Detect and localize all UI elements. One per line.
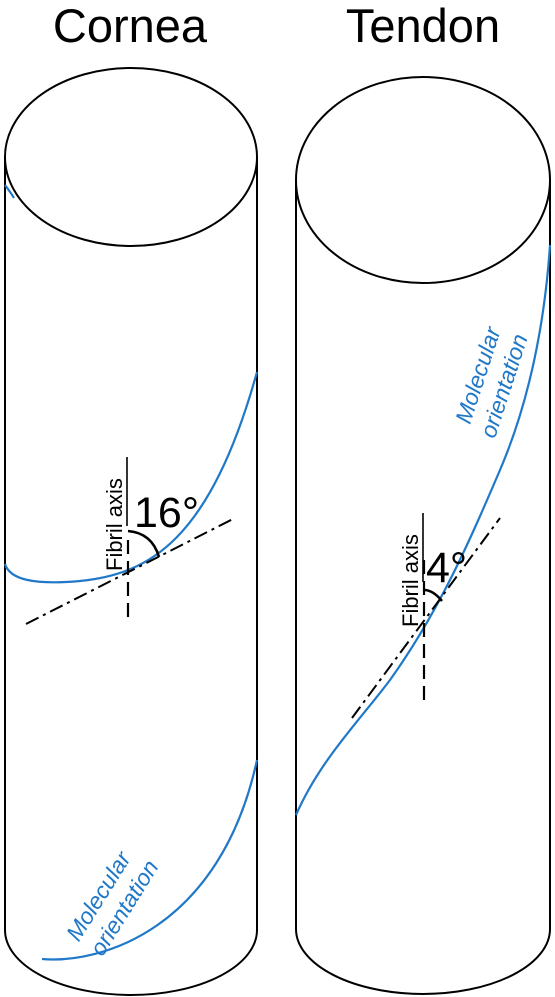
cornea-helix bbox=[3, 184, 259, 961]
cornea-cylinder-top bbox=[4, 67, 258, 247]
cornea-fibril-axis-text: Fibril axis bbox=[102, 478, 127, 571]
cornea-helix-upper-segment bbox=[4, 184, 15, 199]
tendon-angle-arc bbox=[423, 588, 444, 602]
tendon-helix bbox=[294, 244, 552, 816]
cornea-angle-label: 16° bbox=[134, 489, 199, 537]
cornea-panel: Cornea 16° Fibril axis Molecular orienta… bbox=[3, 0, 259, 996]
tendon-panel: Tendon 4° Fibril axis Molecular orientat… bbox=[294, 0, 552, 995]
cornea-fibril-axis-label: Fibril axis bbox=[102, 457, 128, 571]
tendon-cylinder-top bbox=[295, 76, 551, 284]
cornea-angle-arc bbox=[127, 529, 161, 558]
cornea-molecular-tilt-line bbox=[25, 518, 234, 625]
tendon-molecular-orientation-label: Molecular orientation bbox=[450, 322, 533, 440]
tendon-helix-segment bbox=[294, 244, 552, 816]
tendon-cylinder bbox=[295, 76, 551, 995]
tendon-angle-label: 4° bbox=[426, 544, 467, 592]
cornea-helix-middle-segment bbox=[3, 371, 259, 584]
tendon-cylinder-body bbox=[295, 180, 551, 995]
tendon-title: Tendon bbox=[346, 0, 500, 52]
cornea-cylinder-body bbox=[4, 157, 258, 996]
cornea-helix-lower-segment bbox=[41, 759, 259, 961]
tendon-fibril-axis-label: Fibril axis bbox=[398, 513, 424, 627]
cornea-title: Cornea bbox=[53, 0, 208, 52]
cornea-molecular-orientation-label: Molecular orientation bbox=[61, 846, 164, 960]
tendon-fibril-axis-text: Fibril axis bbox=[398, 534, 423, 627]
cornea-cylinder bbox=[4, 67, 258, 996]
